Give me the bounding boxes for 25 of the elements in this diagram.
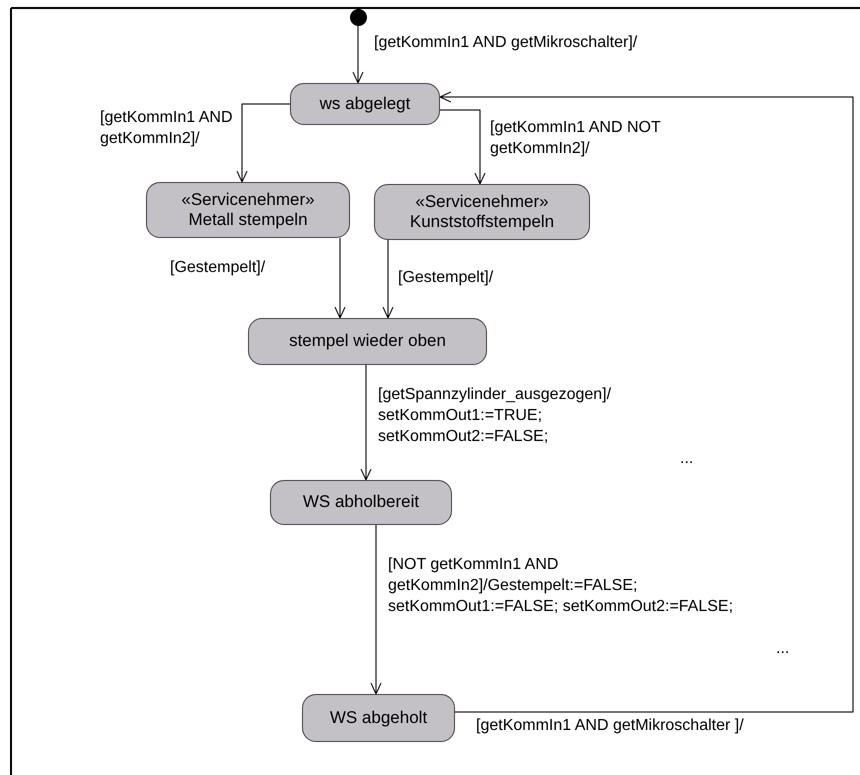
state-text: stempel wieder oben [289,331,446,352]
state-text: Kunststoffstempeln [410,212,554,232]
transition-arrow [370,524,382,694]
state-box [270,480,452,525]
state-text: Metall stempeln [188,210,308,230]
ellipsis-note: ... [680,450,694,468]
state-box [248,318,487,365]
initial-state-dot [350,9,367,26]
ellipsis-note: ... [776,640,790,658]
state-box [290,83,440,125]
transition-arrow [440,92,854,712]
state-text: WS abholbereit [302,492,420,513]
state-box [146,182,350,238]
state-text: «Servicenehmer» [181,190,315,210]
state-text: ws abgelegt [320,94,410,114]
transition-arrow [440,110,486,184]
transition-arrow [236,104,290,182]
transition-arrow [352,26,364,84]
transition-arrow [382,240,394,318]
state-text: WS abgeholt [330,708,428,728]
transition-arrow [334,238,346,318]
state-box [374,184,590,240]
state-box [302,694,455,742]
transition-arrow [360,364,372,480]
state-text: «Servicenehmer» [415,192,549,212]
